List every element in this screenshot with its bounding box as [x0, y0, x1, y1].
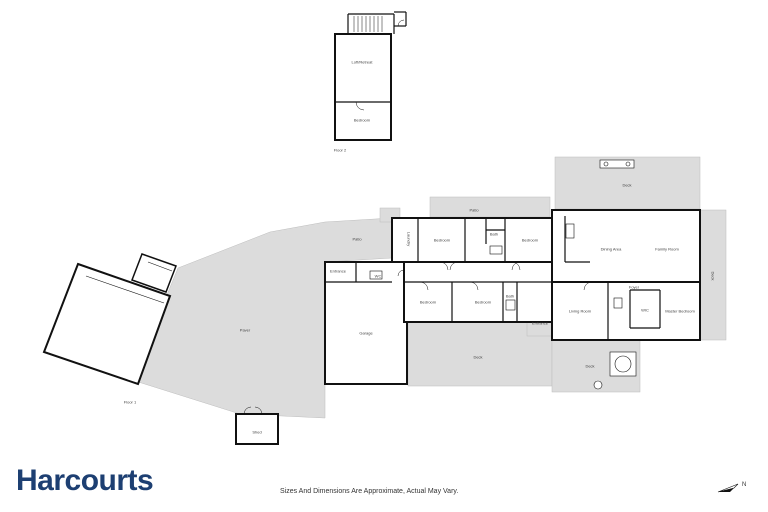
room-label-deck-right: Deck [710, 271, 716, 281]
room-label-deck-top: Deck [622, 182, 632, 188]
floor2-walls [335, 11, 407, 103]
garage-wall-detail [85, 261, 173, 304]
floor2-stairs [353, 16, 383, 32]
room-label-wc: WC [374, 273, 382, 279]
floor1-caption: Floor 1 [123, 399, 137, 405]
floor2-caption: Floor 2 [333, 147, 347, 153]
floor2-doors [355, 19, 405, 111]
room-label-bedroom-4: Bedroom [474, 299, 492, 305]
room-label-patio-top: Patio [469, 207, 479, 213]
room-label-shed: Shed [252, 429, 262, 435]
room-label-deck-mid: Deck [473, 354, 483, 360]
deck-right-area [699, 209, 727, 341]
disclaimer-text: Sizes And Dimensions Are Approximate, Ac… [280, 488, 459, 495]
room-label-deck-bottom: Deck [585, 363, 595, 369]
room-label-dining-area: Dining Area [600, 246, 622, 252]
fixtures [369, 159, 637, 390]
room-label-bath: Bath [489, 231, 499, 237]
north-arrow-icon [717, 483, 739, 493]
door-swings [243, 261, 593, 415]
floor2-plan [334, 33, 392, 141]
room-label-bath-2: Bath [505, 293, 515, 299]
room-label-entrance: Entrance [329, 268, 347, 274]
room-label-porch: Entrance [531, 320, 549, 326]
north-label: N [742, 482, 747, 488]
room-label-patio-left: Patio [352, 236, 362, 242]
room-label-wic: WIC [641, 307, 649, 313]
room-label-family-room: Family Room [655, 246, 679, 252]
room-label-paver: Paver [239, 327, 251, 333]
room-label-loft: Loft/Retreat [351, 59, 373, 65]
room-label-laundry: Laundry [406, 231, 412, 247]
room-label-living-room: Living Room [568, 308, 592, 314]
room-label-bedroom-upper: Bedroom [353, 117, 371, 123]
room-label-garage: Garage [359, 330, 373, 336]
room-label-bedroom-2: Bedroom [521, 237, 539, 243]
brand-logo: Harcourts [16, 464, 154, 497]
interior-walls [325, 216, 661, 340]
room-label-foyer: Foyer [628, 284, 640, 290]
room-label-bedroom-1: Bedroom [433, 237, 451, 243]
patio-top-area [429, 196, 551, 218]
room-label-master-bedroom: Master Bedroom [665, 308, 695, 314]
room-label-bedroom-3: Bedroom [419, 299, 437, 305]
